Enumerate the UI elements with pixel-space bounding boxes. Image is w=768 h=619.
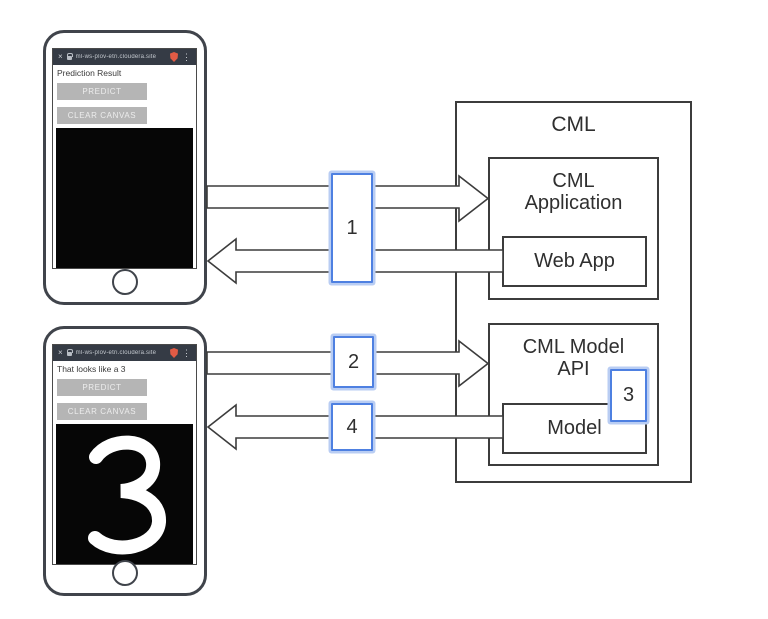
- step-badge-2: 2: [333, 336, 374, 388]
- lock-icon: [66, 349, 74, 356]
- close-icon[interactable]: ×: [58, 52, 63, 61]
- overflow-menu-icon[interactable]: ⋮: [182, 51, 191, 62]
- model-label: Model: [547, 417, 602, 439]
- predict-button[interactable]: PREDICT: [57, 83, 147, 100]
- cml-application-title: CML Application: [524, 170, 623, 214]
- web-app-label: Web App: [534, 250, 615, 272]
- phone1-screen: × ml-ws-plov-etri.cloudera.site ⋮ Predic…: [52, 48, 197, 269]
- clear-canvas-button[interactable]: CLEAR CANVAS: [57, 107, 147, 124]
- home-button[interactable]: [112, 269, 138, 295]
- address-bar[interactable]: ml-ws-plov-etri.cloudera.site: [75, 350, 157, 356]
- shield-icon[interactable]: [170, 52, 178, 62]
- home-button[interactable]: [112, 560, 138, 586]
- drawing-canvas-empty[interactable]: [56, 128, 193, 268]
- phone2-browser-bar: × ml-ws-plov-etri.cloudera.site ⋮: [53, 345, 196, 361]
- cml-title: CML: [551, 113, 596, 136]
- lock-icon: [66, 53, 74, 60]
- step-badge-3: 3: [610, 369, 647, 422]
- overflow-menu-icon[interactable]: ⋮: [182, 347, 191, 358]
- phone1-browser-bar: × ml-ws-plov-etri.cloudera.site ⋮: [53, 49, 196, 65]
- web-app-box: Web App: [502, 236, 647, 287]
- step-badge-4: 4: [331, 403, 373, 451]
- clear-canvas-button[interactable]: CLEAR CANVAS: [57, 403, 147, 420]
- predict-button[interactable]: PREDICT: [57, 379, 147, 396]
- shield-icon[interactable]: [170, 348, 178, 358]
- close-icon[interactable]: ×: [58, 348, 63, 357]
- phone-mockup-digit: × ml-ws-plov-etri.cloudera.site ⋮ That l…: [43, 326, 207, 596]
- phone-mockup-blank: × ml-ws-plov-etri.cloudera.site ⋮ Predic…: [43, 30, 207, 305]
- phone2-screen: × ml-ws-plov-etri.cloudera.site ⋮ That l…: [52, 344, 197, 565]
- step-badge-1: 1: [331, 173, 373, 283]
- handwritten-digit-3: [88, 435, 166, 555]
- drawing-canvas-digit-3[interactable]: [56, 424, 193, 564]
- prediction-result-label: That looks like a 3: [57, 364, 126, 374]
- prediction-result-label: Prediction Result: [57, 68, 122, 78]
- cml-model-api-title: CML Model API: [522, 336, 625, 380]
- address-bar[interactable]: ml-ws-plov-etri.cloudera.site: [75, 54, 157, 60]
